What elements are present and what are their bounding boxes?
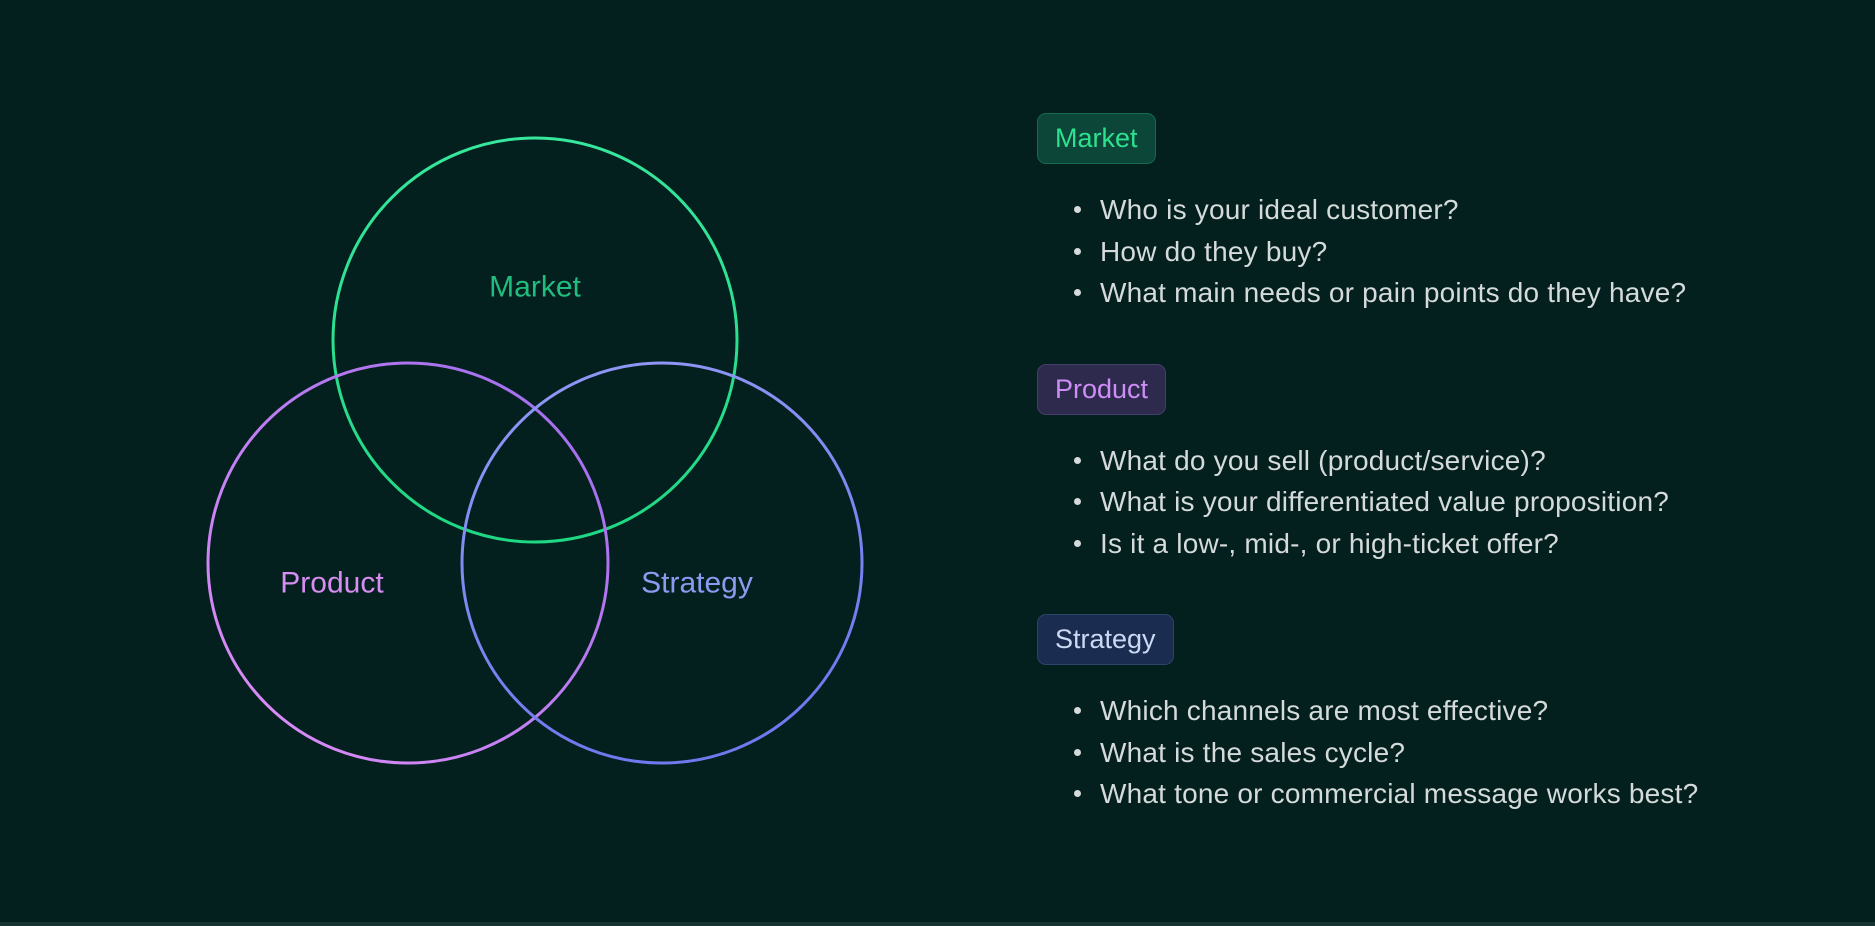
bottom-edge-strip (0, 922, 1875, 926)
market-circle-label: Market (489, 271, 581, 304)
list-item: What is your differentiated value propos… (1074, 481, 1817, 523)
product-circle (206, 361, 610, 765)
list-item: What do you sell (product/service)? (1074, 440, 1817, 482)
list-item: Which channels are most effective? (1074, 690, 1817, 732)
list-item: Is it a low-, mid-, or high-ticket offer… (1074, 523, 1817, 565)
list-item: How do they buy? (1074, 231, 1817, 273)
strategy-bullet-list: Which channels are most effective? What … (1037, 690, 1817, 815)
product-bullet-list: What do you sell (product/service)? What… (1037, 440, 1817, 565)
list-item: What is the sales cycle? (1074, 732, 1817, 774)
list-item: What tone or commercial message works be… (1074, 773, 1817, 815)
market-bullet-list: Who is your ideal customer? How do they … (1037, 189, 1817, 314)
strategy-circle-label: Strategy (641, 567, 753, 600)
market-badge: Market (1037, 113, 1156, 164)
strategy-section: Strategy Which channels are most effecti… (1037, 614, 1817, 815)
venn-diagram: Market Product Strategy (206, 136, 864, 765)
list-item: What main needs or pain points do they h… (1074, 272, 1817, 314)
market-section: Market Who is your ideal customer? How d… (1037, 113, 1817, 314)
strategy-circle (460, 361, 864, 765)
details-panel: Market Who is your ideal customer? How d… (1037, 113, 1817, 865)
product-badge: Product (1037, 363, 1167, 415)
product-circle-label: Product (280, 567, 384, 600)
product-section: Product What do you sell (product/servic… (1037, 363, 1817, 565)
market-circle (331, 136, 739, 544)
list-item: Who is your ideal customer? (1074, 189, 1817, 231)
strategy-badge: Strategy (1037, 614, 1174, 665)
